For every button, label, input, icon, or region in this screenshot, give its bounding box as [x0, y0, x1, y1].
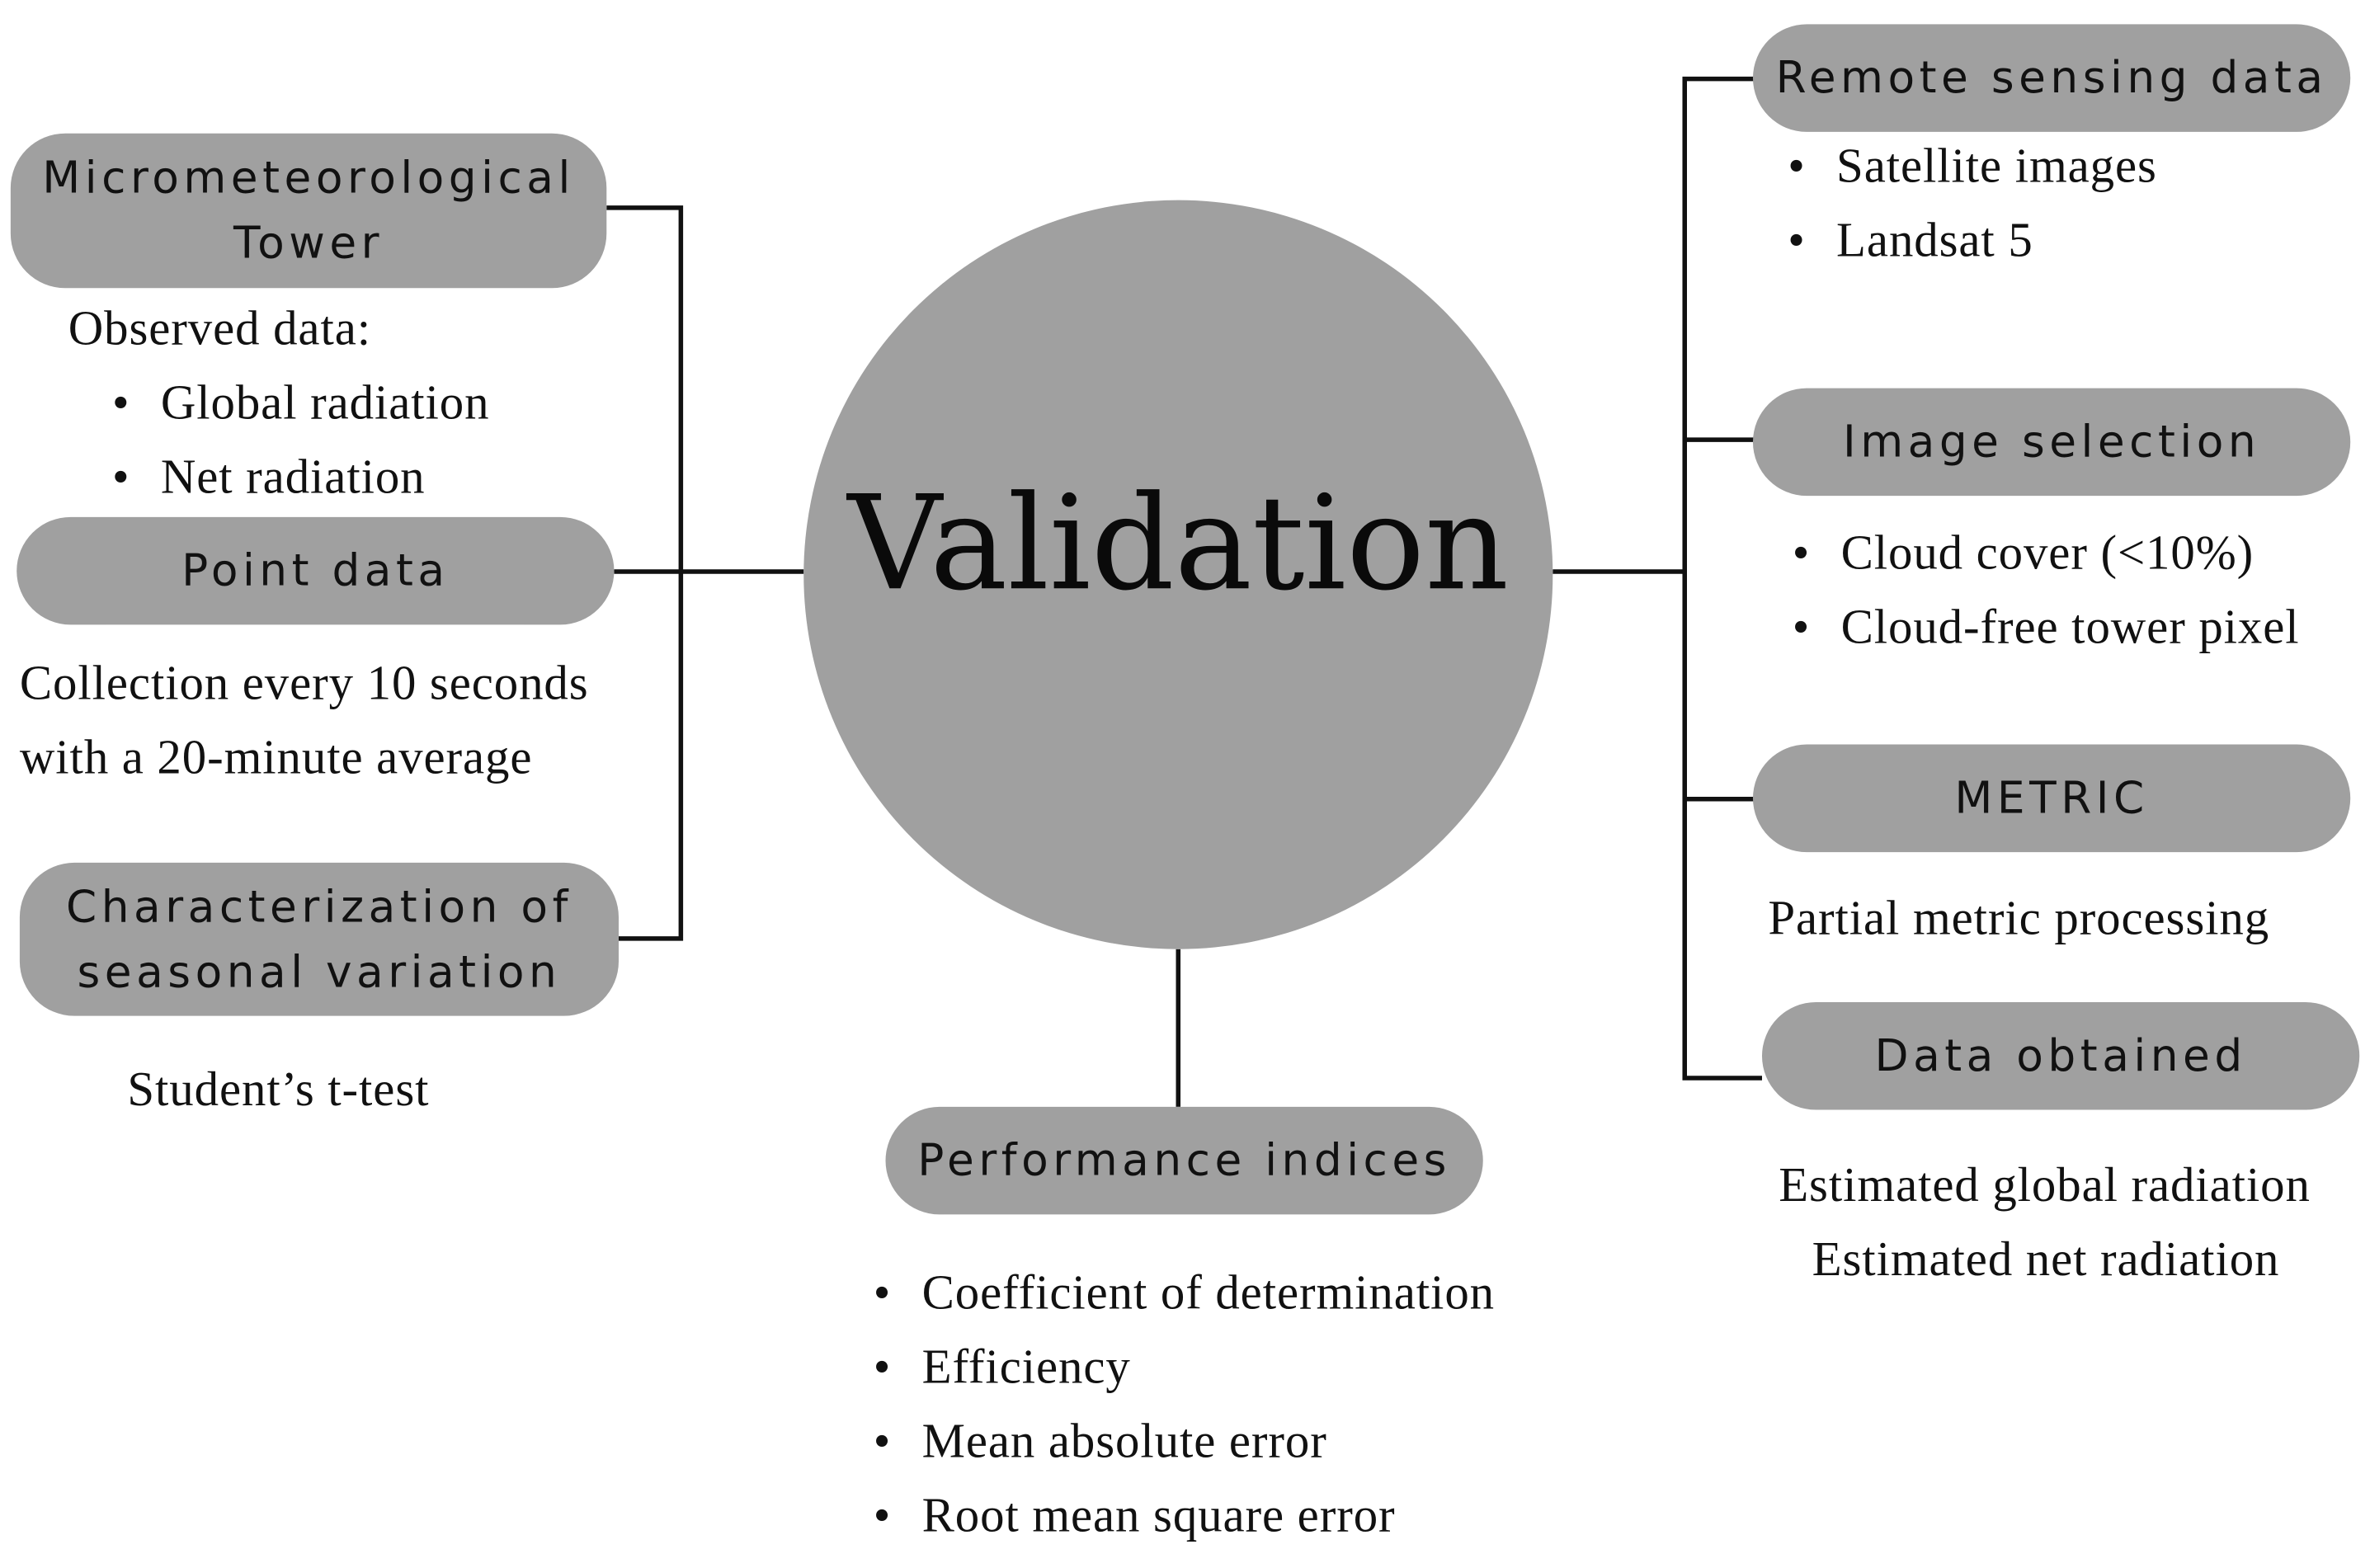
list-item: Net radiation [109, 440, 489, 514]
seasonal-variation-node: Characterization of seasonal variation [19, 862, 619, 1016]
list-item: Root mean square error [870, 1478, 1495, 1552]
collection-line-1: Collection every 10 seconds [19, 655, 589, 710]
observed-data-label: Observed data: [68, 299, 372, 356]
list-item: Efficiency [870, 1330, 1495, 1404]
image-selection-node: Image selection [1752, 388, 2351, 497]
metric-label: METRIC [1954, 771, 2149, 824]
partial-metric-text: Partial metric processing [1768, 890, 2270, 945]
remote-sensing-data-label: Remote sensing data [1775, 51, 2328, 103]
metric-node: METRIC [1752, 744, 2351, 853]
data-obtained-label: Data obtained [1874, 1029, 2247, 1081]
remote-sensing-data-node: Remote sensing data [1752, 24, 2351, 132]
list-item: Satellite images [1785, 129, 2157, 203]
list-item: Cloud cover (<10%) [1789, 516, 2299, 590]
estimated-net-radiation-text: Estimated net radiation [1812, 1231, 2280, 1286]
image-selection-list: Cloud cover (<10%) Cloud-free tower pixe… [1789, 516, 2299, 664]
seasonal-variation-label: Characterization of seasonal variation [65, 880, 572, 997]
list-item: Coefficient of determination [870, 1255, 1495, 1330]
performance-indices-list: Coefficient of determination Efficiency … [870, 1255, 1495, 1552]
micrometeorological-tower-label: Micrometeorological Tower [42, 151, 575, 269]
collection-line-2: with a 20-minute average [19, 729, 533, 784]
point-data-node: Point data [16, 516, 615, 625]
data-obtained-node: Data obtained [1761, 1002, 2360, 1110]
image-selection-label: Image selection [1842, 415, 2261, 468]
observed-data-list: Global radiation Net radiation [109, 365, 489, 514]
micrometeorological-tower-node: Micrometeorological Tower [10, 133, 607, 289]
performance-indices-label: Performance indices [917, 1133, 1451, 1186]
list-item: Mean absolute error [870, 1404, 1495, 1478]
list-item: Global radiation [109, 365, 489, 440]
list-item: Cloud-free tower pixel [1789, 590, 2299, 664]
list-item: Landsat 5 [1785, 203, 2157, 277]
point-data-label: Point data [181, 544, 450, 596]
validation-node: Validation [803, 200, 1553, 949]
performance-indices-node: Performance indices [885, 1106, 1483, 1215]
validation-label: Validation [847, 469, 1510, 620]
students-t-test-text: Student’s t-test [127, 1061, 430, 1116]
right-bracket-line [1682, 76, 1762, 1081]
estimated-global-radiation-text: Estimated global radiation [1779, 1156, 2311, 1212]
remote-sensing-list: Satellite images Landsat 5 [1785, 129, 2157, 277]
